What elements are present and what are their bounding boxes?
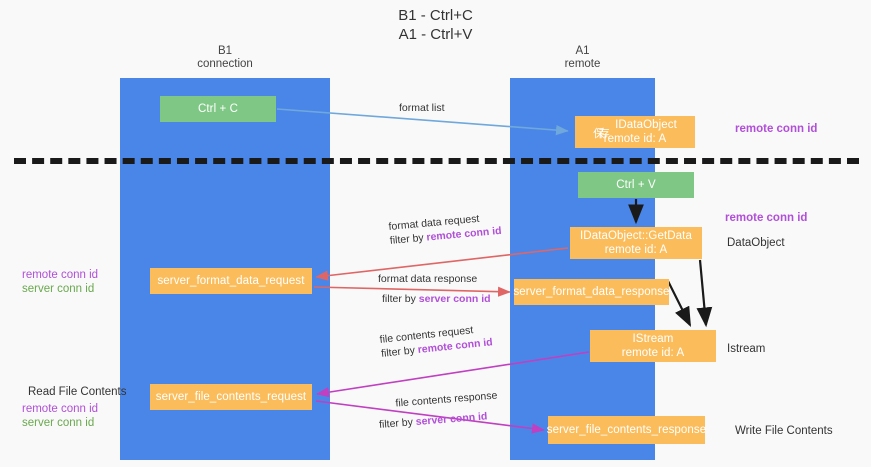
node-getdata[interactable]: IDataObject::GetData remote id: A [570,227,702,259]
edge-label-file-contents-response: file contents response filter by server … [377,389,499,432]
node-server-file-contents-response[interactable]: server_file_contents_response [546,416,707,444]
edge-response-istream [667,280,691,327]
phase-divider [14,158,859,164]
node-ctrl-v[interactable]: Ctrl + V [578,172,694,198]
filter-key-server-conn-id: server conn id [418,293,491,305]
edge-label-format-data-response-line2: filter by server conn id [382,292,491,306]
node-getdata-label: IDataObject::GetData [580,230,692,242]
node-server-format-data-request-label: server_format_data_request [157,275,305,287]
column-b1-role: connection [197,58,253,70]
node-ctrl-v-label: Ctrl + V [616,179,656,191]
node-server-format-data-response-label: server_format_data_response [513,286,670,298]
node-server-file-contents-request[interactable]: server_file_contents_request [150,384,312,410]
edge-getdata-istream [696,259,713,328]
filter-prefix: filter by [389,231,428,247]
annotation-remote-conn-id-2: remote conn id [22,403,99,415]
annotation-left-conn-ids-bottom: remote conn id server conn id [22,402,98,430]
annotation-read-file-contents: Read File Contents [28,386,127,398]
node-server-format-data-response[interactable]: server_format_data_response [513,279,670,305]
edge-label-format-data-response: format data response filter by server co… [378,272,491,306]
node-server-file-contents-request-label: server_file_contents_request [155,391,307,403]
annotation-server-conn-id-2: server conn id [22,417,95,429]
annotation-dataobject: DataObject [727,237,785,249]
edge-label-format-data-request: format data request filter by remote con… [388,210,502,248]
node-istream-sub: remote id: A [621,347,685,359]
edge-label-format-list-text: format list [399,102,445,114]
node-idataobject-sub: remote id: A [603,133,667,145]
annotation-left-conn-ids-top: remote conn id server conn id [22,268,98,296]
annotation-server-conn-id: server conn id [22,283,95,295]
edge-label-format-data-response-line1: format data response [378,273,478,285]
annotation-remote-conn-id-mid: remote conn id [725,212,808,224]
node-server-format-data-request[interactable]: server_format_data_request [150,268,312,294]
node-istream-label: IStream [632,333,674,345]
edge-label-format-list: format list [399,101,445,115]
column-header-b1: B1 connection [120,45,330,71]
filter-prefix: filter by [380,344,419,360]
annotation-write-file-contents: Write File Contents [735,425,833,437]
column-header-a1: A1 remote [510,45,655,71]
title-line-2: A1 - Ctrl+V [398,26,473,43]
column-a1-name: A1 [575,45,590,57]
node-getdata-sub: remote id: A [604,244,668,256]
node-server-file-contents-response-label: server_file_contents_response [546,424,707,436]
node-idataobject-label: IDataObject [615,119,677,131]
annotation-remote-conn-id: remote conn id [22,269,99,281]
filter-prefix: filter by [378,416,417,431]
node-ctrl-c[interactable]: Ctrl + C [160,96,276,122]
column-b1-name: B1 [217,45,233,57]
page-title: B1 - Ctrl+C A1 - Ctrl+V [0,6,871,44]
title-line-1: B1 - Ctrl+C [398,7,473,24]
column-a1-role: remote [564,58,601,70]
edge-label-file-contents-response-line1: file contents response [395,389,498,410]
annotation-remote-conn-id-top: remote conn id [735,123,818,135]
edge-label-file-contents-response-line2: filter by server conn id [379,409,500,432]
node-istream[interactable]: IStream remote id: A [590,330,716,362]
annotation-istream: Istream [727,343,766,355]
filter-key-server-conn-id: server conn id [415,410,488,429]
edge-label-file-contents-request: file contents request filter by remote c… [379,321,493,361]
node-ctrl-c-label: Ctrl + C [197,103,239,115]
filter-prefix: filter by [382,293,419,305]
